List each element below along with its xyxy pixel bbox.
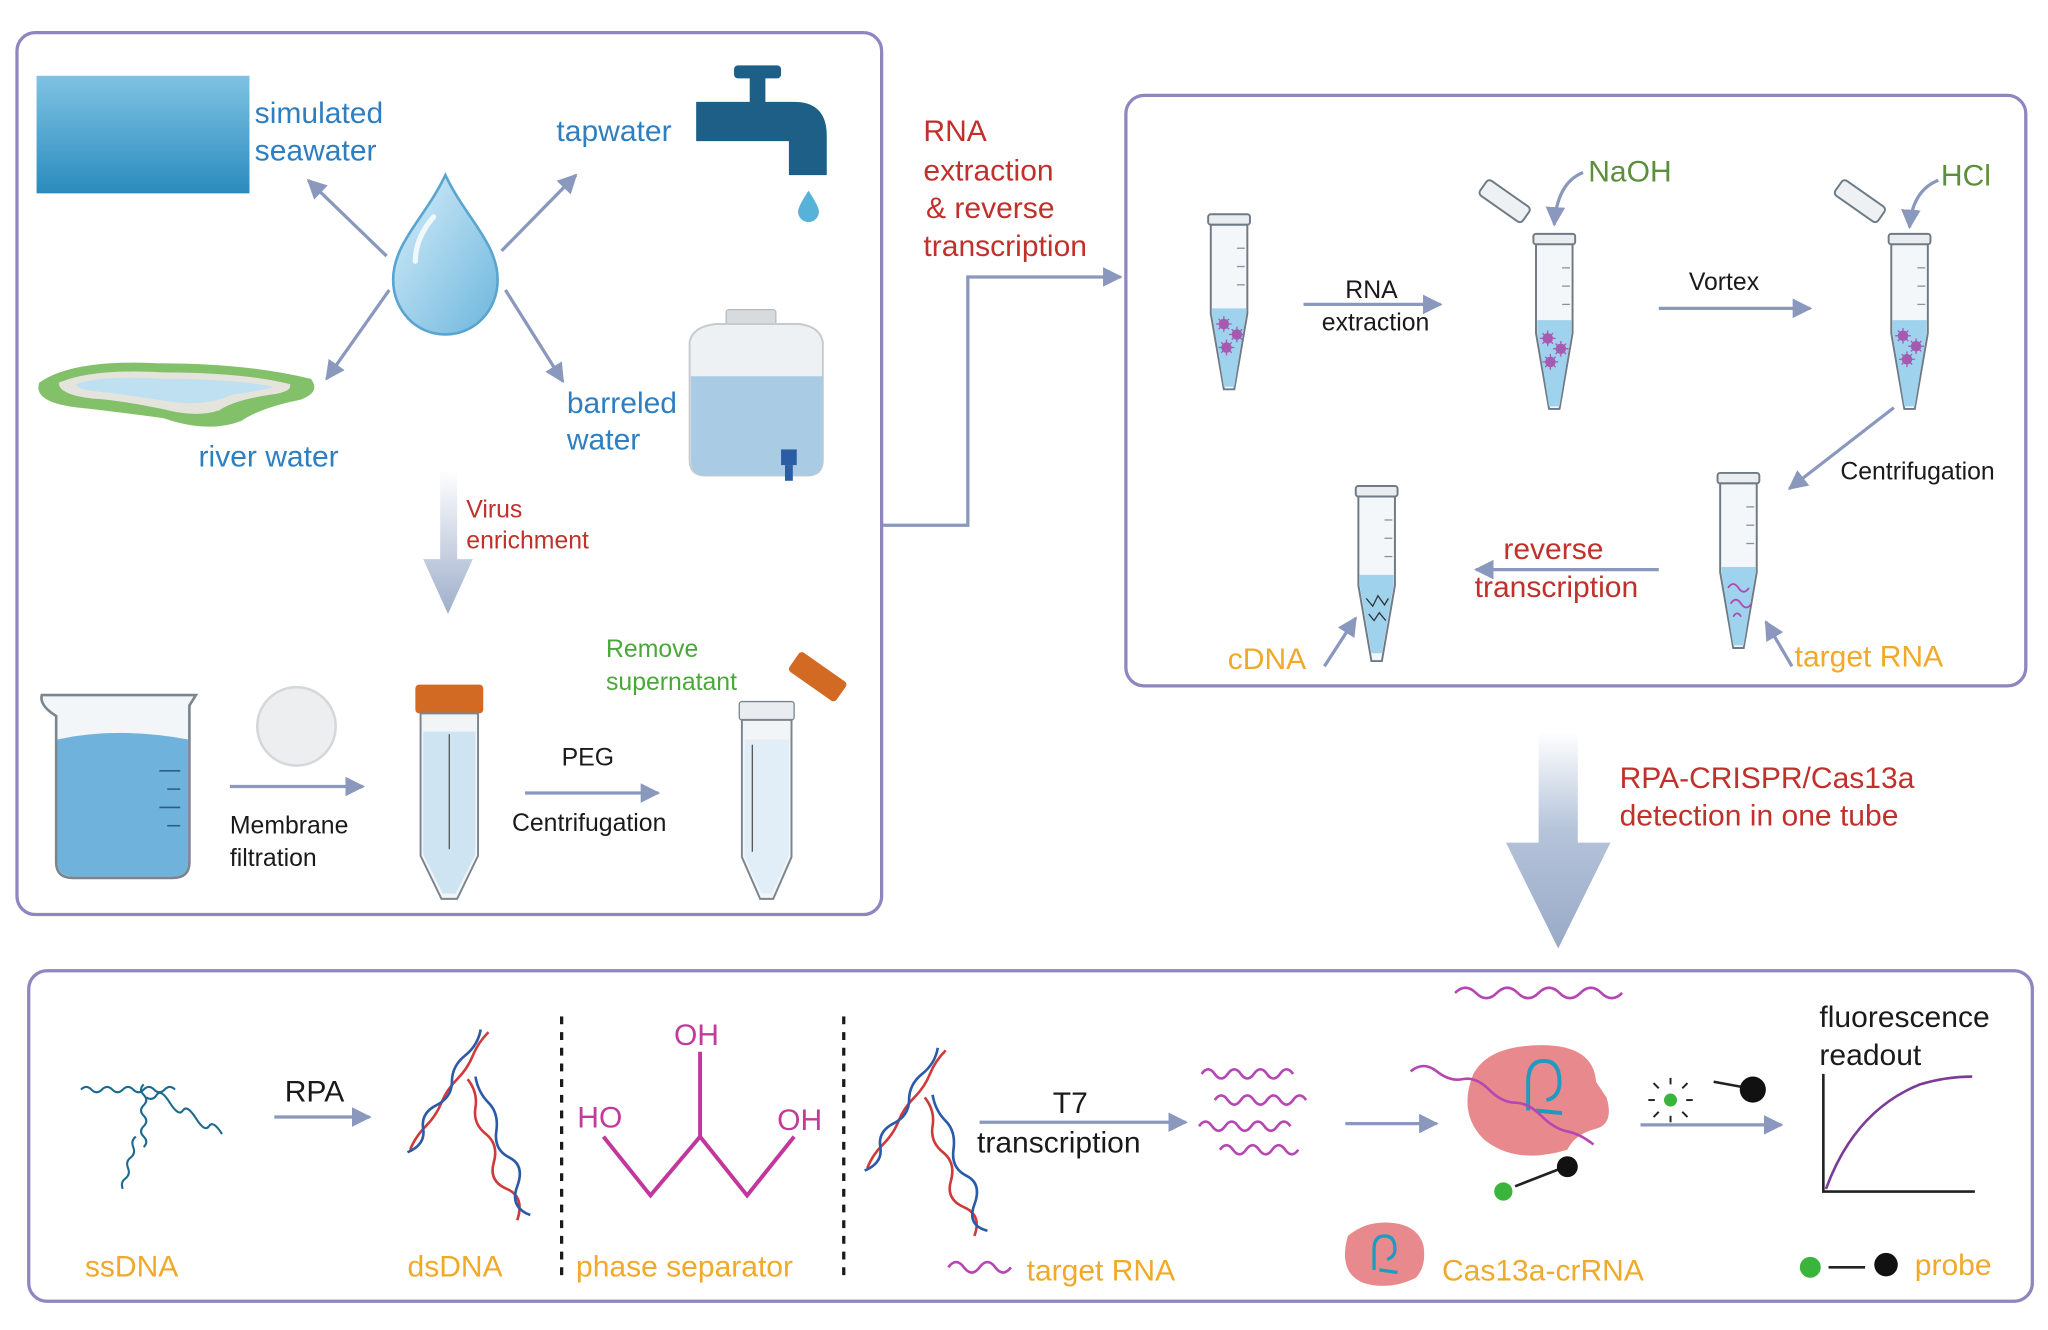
label-membrane-2: filtration (230, 845, 317, 872)
arrow-to-barreled (504, 289, 565, 384)
label-cdna: cDNA (1228, 643, 1306, 676)
label-remove-1: Remove (606, 636, 698, 663)
dsdna-icon (406, 1029, 531, 1221)
label-membrane-1: Membrane (230, 813, 349, 840)
label-barreled-2: water (566, 423, 640, 456)
tube-cdna (1354, 485, 1399, 663)
membrane-filter-icon (255, 685, 337, 767)
arrow-to-tapwater (500, 173, 578, 252)
river-icon (38, 362, 315, 427)
arrow-target-rna (1764, 620, 1794, 668)
arrow-to-seawater (306, 178, 388, 258)
tube-sample (1207, 213, 1251, 391)
arrow-naoh (1545, 170, 1584, 227)
label-rna-extraction-2: extraction (1322, 310, 1430, 337)
water-drop-icon (391, 171, 499, 336)
label-remove-2: supernatant (606, 669, 737, 696)
label-dsdna: dsDNA (408, 1250, 503, 1283)
connector-rna-extraction (882, 267, 1123, 527)
open-conical-tube-icon (738, 652, 847, 900)
label-rna-extraction-1: RNA (1345, 277, 1398, 304)
cas13a-complex-icon (1409, 986, 1624, 1201)
label-vortex: Vortex (1689, 269, 1760, 296)
label-centrifugation-2: Centrifugation (1840, 458, 1994, 485)
label-hcl: HCl (1941, 160, 1991, 193)
label-river-water: river water (199, 440, 339, 473)
label-t7-1: T7 (1053, 1087, 1088, 1120)
label-barreled-1: barreled (567, 387, 677, 420)
label-rt-2: transcription (1475, 571, 1639, 604)
arrow-centrifugation (1787, 406, 1895, 490)
arrow-cdna (1323, 616, 1358, 668)
conical-tube-icon (415, 684, 484, 900)
fluorescence-plot (1822, 1073, 1975, 1193)
tube-target-rna (1716, 471, 1761, 649)
arrow-to-river (325, 289, 391, 381)
panel-sampling (15, 31, 884, 917)
label-fluorescence-1: fluorescence (1819, 1001, 1989, 1034)
panel-detection (27, 969, 2034, 1303)
label-ho-left: HO (577, 1101, 622, 1134)
beaker-icon (40, 693, 199, 880)
label-seawater-2: seawater (255, 135, 377, 168)
label-tapwater: tapwater (556, 115, 671, 148)
label-fluorescence-2: readout (1819, 1039, 1921, 1072)
label-cas13a-legend: Cas13a-crRNA (1442, 1254, 1644, 1287)
panel-rna-extraction (1124, 93, 2028, 688)
label-rna-transition-4: transcription (923, 230, 1087, 263)
tap-icon (696, 65, 827, 223)
label-rna-transition-3: & reverse (926, 192, 1054, 225)
rna-transcripts-icon (1197, 1068, 1308, 1156)
tube-hcl (1833, 179, 1932, 410)
label-t7-2: transcription (977, 1126, 1141, 1159)
cleaved-probe-icon (1648, 1076, 1766, 1123)
label-probe-legend: probe (1915, 1249, 1992, 1282)
label-oh-top: OH (674, 1019, 719, 1052)
arrow-to-detection (1505, 731, 1611, 949)
label-detection-2: detection in one tube (1620, 800, 1899, 833)
label-oh-right: OH (777, 1104, 822, 1137)
legend-probe-icon (1799, 1252, 1898, 1278)
tube-naoh (1478, 179, 1577, 410)
legend-cas13a-icon (1344, 1222, 1425, 1286)
arrow-hcl (1901, 178, 1939, 230)
label-target-rna-2: target RNA (1027, 1254, 1176, 1287)
label-phase-separator: phase separator (576, 1250, 793, 1283)
label-virus-2: enrichment (466, 528, 589, 555)
label-virus-1: Virus (466, 496, 522, 523)
barrel-icon (688, 308, 824, 481)
label-peg: PEG (562, 745, 614, 772)
ssdna-icon (80, 1083, 223, 1190)
label-ssdna: ssDNA (85, 1250, 178, 1283)
label-rna-transition-2: extraction (923, 154, 1053, 187)
arrow-virus-enrichment (423, 470, 473, 615)
label-rt-1: reverse (1503, 533, 1603, 566)
label-detection-1: RPA-CRISPR/Cas13a (1620, 762, 1915, 795)
label-naoh: NaOH (1588, 156, 1671, 189)
label-seawater-1: simulated (255, 97, 384, 130)
seawater-icon (36, 75, 250, 194)
label-rna-transition-1: RNA (923, 115, 986, 148)
dsdna-template-icon (864, 1047, 988, 1237)
label-rpa: RPA (285, 1075, 345, 1108)
label-centrifugation-1: Centrifugation (512, 810, 666, 837)
legend-target-rna-icon (947, 1260, 1012, 1274)
label-target-rna-1: target RNA (1795, 640, 1944, 673)
phase-separator-structure (601, 1051, 796, 1199)
